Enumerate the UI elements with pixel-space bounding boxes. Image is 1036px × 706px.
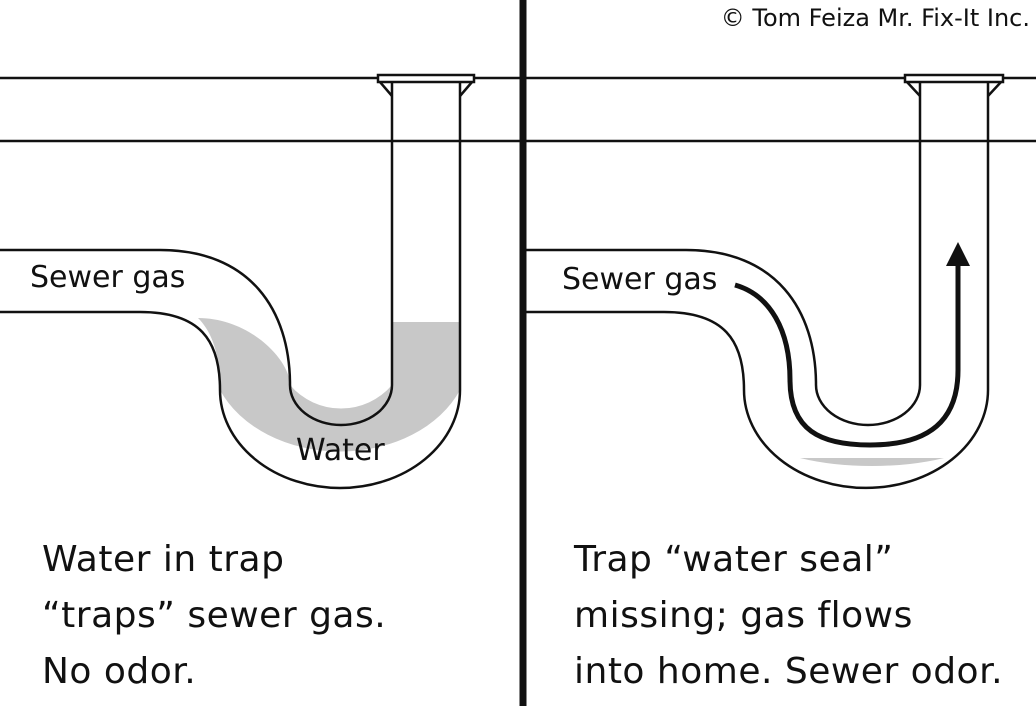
left-flange-taper (379, 81, 473, 97)
left-drain-flange (376, 73, 476, 84)
right-panel-drawing: Sewer gas (526, 73, 1036, 490)
right-caption-line-1: Trap “water seal” (574, 539, 894, 580)
right-caption: Trap “water seal” missing; gas flows int… (574, 532, 1003, 700)
left-caption-line-3: No odor. (42, 651, 197, 692)
right-pipe-outer (526, 82, 990, 490)
water-label: Water (296, 433, 385, 468)
right-drain-flange (903, 73, 1005, 84)
left-panel-drawing: Sewer gas Water (0, 73, 520, 490)
right-pipe-inner (526, 82, 922, 427)
copyright-text: © Tom Feiza Mr. Fix-It Inc. (720, 4, 1030, 32)
left-pipe-inner (0, 82, 394, 427)
right-residual-water (800, 458, 944, 467)
gas-flow-arrow (734, 262, 961, 448)
right-caption-line-2: missing; gas flows (574, 595, 913, 636)
gas-flow-arrowhead (946, 242, 970, 266)
left-water-fill (198, 318, 460, 452)
left-pipe-outer (0, 82, 462, 490)
left-caption-line-2: “traps” sewer gas. (42, 595, 387, 636)
left-caption: Water in trap “traps” sewer gas. No odor… (42, 532, 386, 700)
left-pipe-label: Sewer gas (30, 260, 185, 295)
left-caption-line-1: Water in trap (42, 539, 285, 580)
right-flange-taper (906, 81, 1002, 97)
right-pipe-label: Sewer gas (562, 262, 717, 297)
right-caption-line-3: into home. Sewer odor. (574, 651, 1004, 692)
